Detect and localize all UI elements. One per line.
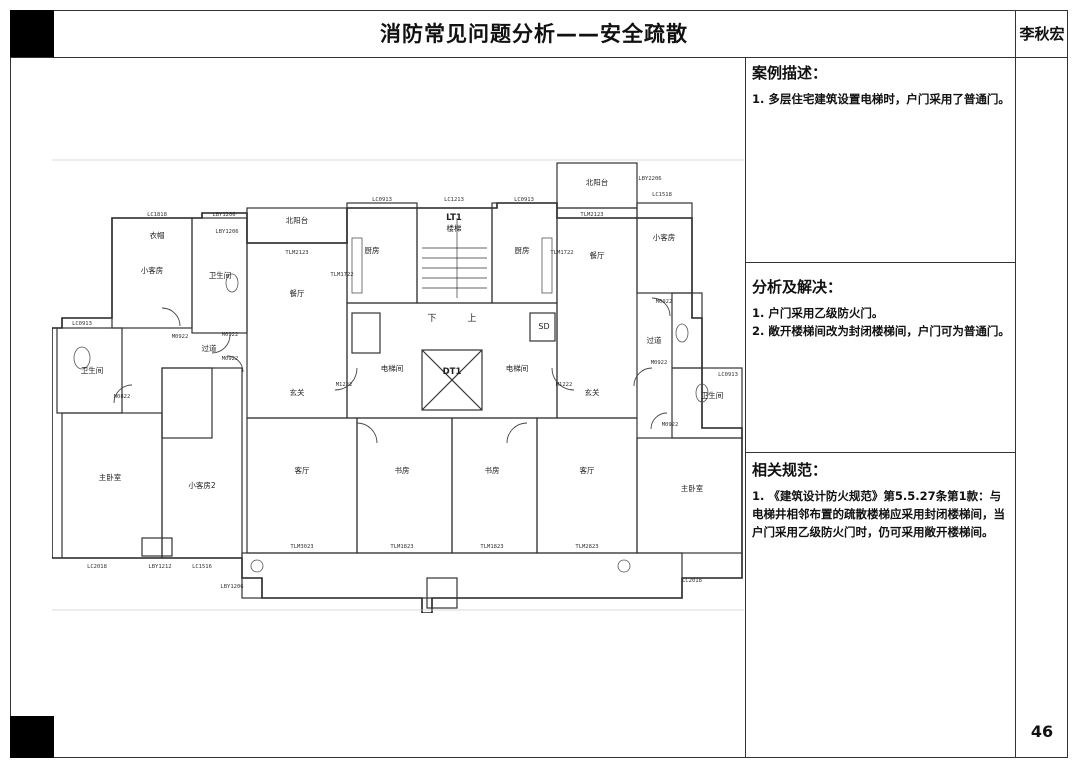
tag-lc2018-left: LC2018 [87, 564, 107, 570]
code-item-1: 1. 《建筑设计防火规范》第5.5.27条第1款：与电梯井相邻布置的疏散楼梯应采… [752, 489, 1005, 539]
tag-m0922-d: M0922 [656, 299, 673, 305]
tag-m0822: M0822 [114, 394, 131, 400]
label-foyer-left: 玄关 [290, 387, 305, 397]
tag-m0922-b: M0922 [222, 332, 239, 338]
tag-tlm2123-left: TLM2123 [285, 250, 308, 256]
analysis-item-1: 1. 户门采用乙级防火门。 [752, 306, 884, 320]
tag-tlm1722-left: TLM1722 [330, 272, 353, 278]
tag-tlm2123-right: TLM2123 [580, 212, 603, 218]
tag-lby1212: LBY1212 [148, 564, 171, 570]
label-living-right: 客厅 [580, 465, 595, 475]
tag-lc1516: LC1516 [192, 564, 212, 570]
tag-tlm1823-a: TLM1823 [390, 544, 413, 550]
tag-lc1213: LC1213 [444, 197, 464, 203]
tag-lby1206-b: LBY1206 [215, 229, 238, 235]
tag-m0922-a: M0922 [172, 334, 189, 340]
tag-lby1206-c: LBY1206 [220, 584, 243, 590]
label-study-left: 书房 [395, 465, 410, 475]
label-bathroom-right: 卫生间 [701, 390, 724, 400]
floor-plan: 北阳台 北阳台 厨房 厨房 LT1 楼梯 餐厅 餐厅 小客房 小客房 小客房2 … [52, 159, 744, 613]
label-living-left: 客厅 [295, 465, 310, 475]
page-title: 消防常见问题分析——安全疏散 [380, 22, 688, 46]
label-stair-down: 下 [427, 314, 436, 324]
label-corridor-left: 过道 [202, 343, 217, 353]
tag-lc2018-right: LC2018 [682, 578, 702, 584]
tag-lby1206: LBY1206 [212, 212, 235, 218]
label-kitchen-left: 厨房 [365, 245, 380, 255]
label-stair-up: 上 [467, 313, 476, 324]
label-restaurant-right: 餐厅 [590, 251, 605, 260]
tag-tlm1722-right: TLM1722 [550, 250, 573, 256]
tag-lc1818: LC1818 [147, 212, 167, 218]
label-elevator-hall-left: 电梯间 [381, 363, 404, 373]
label-corridor-right: 过道 [647, 335, 662, 345]
notes-panel [745, 58, 1015, 758]
tag-lc0913-a: LC0913 [372, 197, 392, 203]
label-sd: SD [538, 322, 549, 331]
corner-block-bottom [10, 716, 54, 758]
analysis-heading: 分析及解决： [752, 278, 843, 296]
label-elevator: DT1 [443, 367, 462, 377]
label-study-right: 书房 [485, 465, 500, 475]
label-foyer-right: 玄关 [585, 387, 600, 397]
tag-lc0913-right: LC0913 [718, 372, 738, 378]
tag-m1222-right: M1222 [556, 382, 573, 388]
label-small-bedroom-left: 小客房 [141, 265, 164, 275]
tag-lc0913-b: LC0913 [514, 197, 534, 203]
label-north-balcony-right: 北阳台 [586, 177, 609, 187]
tag-tlm3023: TLM3023 [290, 544, 313, 550]
tag-m0922-f: M0922 [662, 422, 679, 428]
tag-m0922-c: M0922 [222, 356, 239, 362]
title-divider [10, 57, 1068, 58]
tag-m1222-left: M1222 [336, 382, 353, 388]
analysis-item-2: 2. 敞开楼梯间改为封闭楼梯间，户门可为普通门。 [752, 324, 1010, 338]
label-elevator-hall-right: 电梯间 [506, 363, 529, 373]
label-restaurant-left: 餐厅 [290, 289, 305, 298]
label-north-balcony-left: 北阳台 [286, 215, 309, 225]
tag-tlm2823: TLM2823 [575, 544, 598, 550]
label-stair-code: LT1 [446, 213, 462, 223]
corner-block-top [10, 10, 54, 57]
tag-lby2206: LBY2206 [638, 176, 661, 182]
label-washroom: 卫生间 [209, 270, 232, 280]
label-master-bedroom-right: 主卧室 [681, 483, 704, 493]
tag-lc1518: LC1518 [652, 192, 672, 198]
case-item-1: 1. 多层住宅建筑设置电梯时，户门采用了普通门。 [752, 92, 1010, 106]
label-small-bedroom-2: 小客房2 [188, 480, 215, 490]
page-frame [10, 10, 1068, 758]
label-wardrobe: 衣帽 [150, 230, 165, 240]
label-bathroom-left: 卫生间 [81, 365, 104, 375]
notes-divider-1 [745, 262, 1015, 263]
page-number: 46 [1030, 722, 1054, 741]
tag-lc0913-left: LC0913 [72, 321, 92, 327]
tag-tlm1823-b: TLM1823 [480, 544, 503, 550]
label-small-bedroom-right: 小客房 [653, 232, 676, 242]
right-column-divider [1015, 10, 1016, 758]
author-name: 李秋宏 [1019, 25, 1065, 43]
label-kitchen-right: 厨房 [515, 245, 530, 255]
tag-m0922-e: M0922 [651, 360, 668, 366]
label-stair: 楼梯 [447, 223, 462, 233]
case-heading: 案例描述： [752, 64, 828, 82]
code-heading: 相关规范： [752, 461, 828, 479]
label-master-bedroom-left: 主卧室 [99, 472, 122, 482]
notes-divider-2 [745, 452, 1015, 453]
